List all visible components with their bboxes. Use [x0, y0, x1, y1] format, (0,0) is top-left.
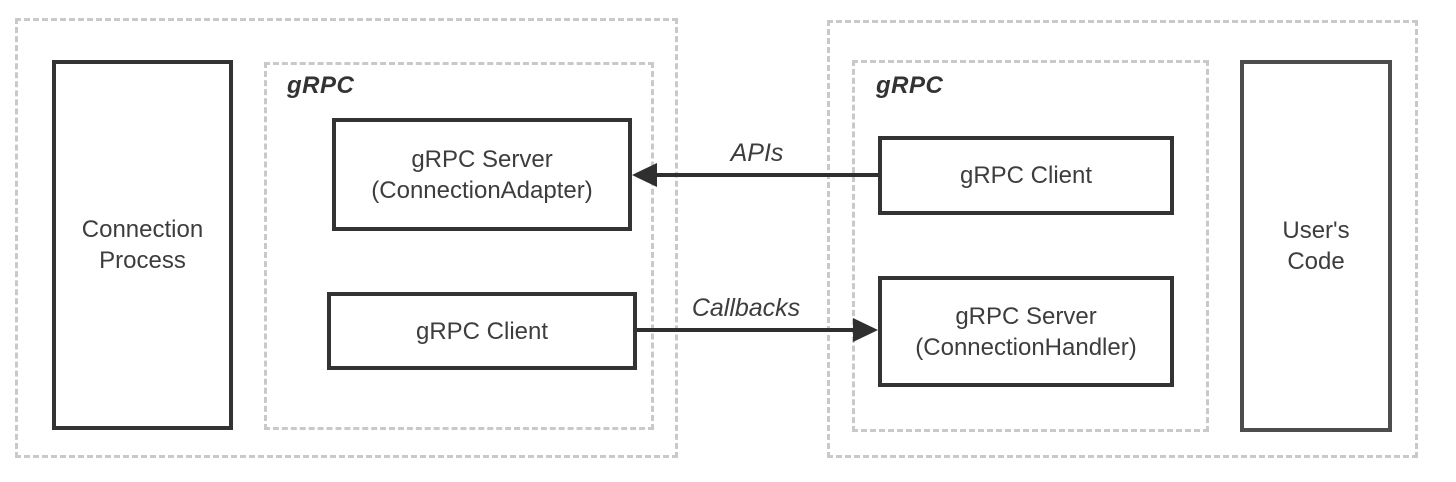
apis-arrow-line [652, 173, 878, 177]
grpc-server-handler-label-line1: gRPC Server [955, 302, 1097, 330]
left-grpc-client-label: gRPC Client [415, 317, 549, 345]
grpc-server-connection-adapter-box: gRPC Server (ConnectionAdapter) [332, 118, 632, 231]
callbacks-arrow-label: Callbacks [691, 294, 801, 322]
apis-arrow-label: APIs [730, 139, 784, 167]
grpc-server-connection-handler-box: gRPC Server (ConnectionHandler) [878, 276, 1174, 387]
grpc-server-adapter-label-line2: (ConnectionAdapter) [371, 176, 593, 204]
apis-arrowhead-left-icon [632, 163, 657, 187]
users-code-label-line1: User's [1282, 217, 1350, 244]
grpc-server-adapter-label-line1: gRPC Server [411, 145, 553, 173]
right-grpc-client-box: gRPC Client [878, 136, 1174, 215]
users-code-process-container [827, 20, 1418, 458]
left-grpc-container [264, 62, 654, 430]
connection-process-label-line1: Connection [81, 216, 204, 243]
right-grpc-container [852, 60, 1209, 432]
connection-process-box: Connection Process [52, 60, 233, 430]
grpc-server-handler-label-line2: (ConnectionHandler) [915, 333, 1137, 361]
connection-process-label-line2: Process [99, 247, 186, 274]
right-grpc-client-label: gRPC Client [959, 162, 1093, 189]
users-code-label-line2: Code [1287, 248, 1345, 275]
left-grpc-container-label: gRPC [287, 72, 355, 99]
connection-process-container [15, 18, 678, 458]
callbacks-arrow-line [637, 328, 855, 332]
right-grpc-container-label: gRPC [876, 72, 944, 99]
left-grpc-client-box: gRPC Client [327, 292, 637, 370]
callbacks-arrowhead-right-icon [853, 318, 878, 342]
users-code-box: User's Code [1240, 60, 1392, 432]
